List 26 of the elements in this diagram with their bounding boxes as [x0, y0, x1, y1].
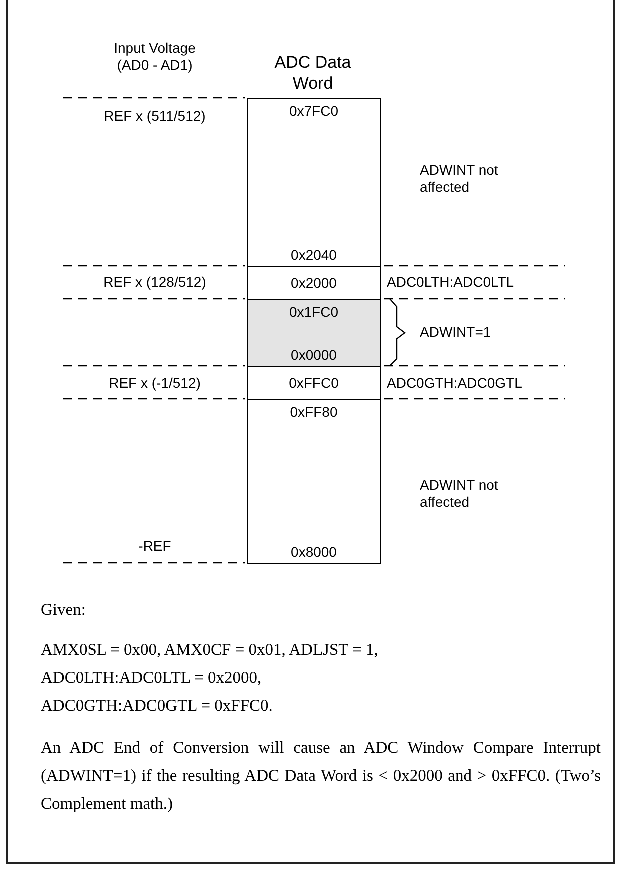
value-range-box	[247, 299, 381, 367]
column-heading: ADC Data Word	[274, 52, 352, 94]
note-text: An ADC End of Conversion will cause an ADC Window Compare Interrupt (ADWINT=1) if the resulting ADC Data Word is < 0x2000 and > 0xFFC0. (Two’s Complement math.)	[41, 737, 601, 815]
note-text: Given:	[41, 599, 87, 621]
value-range-box	[247, 266, 381, 300]
register-label: ADC0LTH:ADC0LTL	[387, 274, 516, 291]
hex-value: 0xFF80	[290, 404, 338, 420]
value-range-box	[247, 98, 381, 267]
voltage-label: REF x (-1/512)	[108, 375, 202, 392]
status-note: ADWINT=1	[420, 324, 492, 341]
hex-value: 0x8000	[291, 544, 337, 560]
hex-value: 0x0000	[291, 347, 337, 363]
hex-value: 0x2000	[291, 275, 337, 291]
voltage-label: REF x (511/512)	[103, 108, 207, 125]
status-note: ADWINT not affected	[420, 162, 500, 196]
voltage-label: REF x (128/512)	[102, 274, 208, 291]
axis-heading: Input Voltage (AD0 - AD1)	[113, 40, 197, 74]
hex-value: 0x1FC0	[289, 304, 339, 320]
hex-value: 0x7FC0	[289, 103, 339, 119]
value-range-box	[247, 399, 381, 564]
value-range-box	[247, 366, 381, 400]
register-label: ADC0GTH:ADC0GTL	[387, 375, 524, 392]
hex-value: 0x2040	[291, 247, 337, 263]
note-text: AMX0SL = 0x00, AMX0CF = 0x01, ADLJST = 1, ADC0LTH:ADC0LTL = 0x2000, ADC0GTH:ADC0GTL = 0xFFC0.	[41, 639, 380, 717]
hex-value: 0xFFC0	[289, 375, 339, 391]
status-note: ADWINT not affected	[420, 477, 500, 511]
